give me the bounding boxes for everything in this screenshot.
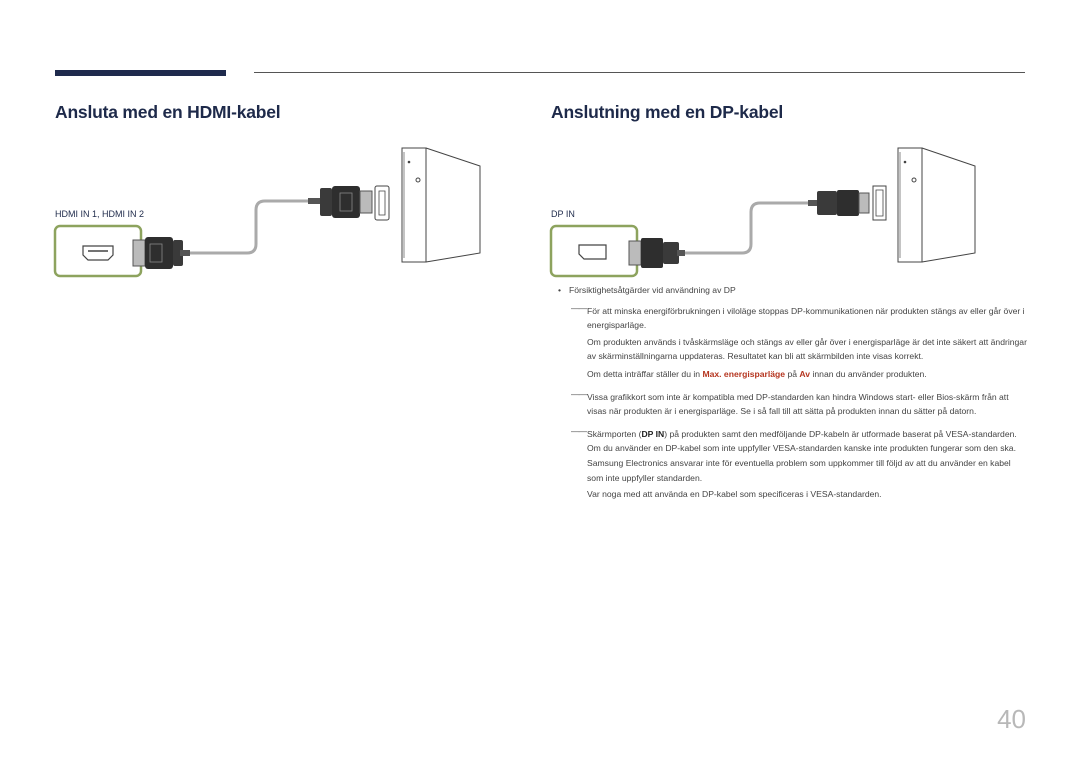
bullet-text: Försiktighetsåtgärder vid användning av … bbox=[569, 285, 736, 295]
note-1: —— För att minska energiförbrukningen i … bbox=[551, 302, 1029, 333]
note-3-text-b: ) på produkten samt den medföljande DP-k… bbox=[587, 428, 1017, 483]
note-3-paragraph-2: Var noga med att använda en DP-kabel som… bbox=[587, 489, 882, 500]
hdmi-section-title: Ansluta med en HDMI-kabel bbox=[55, 102, 281, 122]
monitor-hdmi-port-icon bbox=[53, 224, 143, 278]
hdmi-plug-monitor-side-icon bbox=[132, 237, 190, 269]
note-1-p3-text-a: Om detta inträffar ställer du in bbox=[587, 368, 703, 379]
dp-plug-monitor-side-icon bbox=[628, 238, 685, 268]
monitor-dp-port-icon bbox=[549, 224, 639, 278]
port-name-dp-in: DP IN bbox=[641, 428, 665, 439]
note-dash-icon: —— bbox=[571, 388, 587, 399]
header-rule-thick bbox=[55, 70, 226, 76]
pc-hdmi-port-icon bbox=[374, 185, 390, 221]
hdmi-cable bbox=[180, 199, 322, 255]
pc-tower-icon bbox=[897, 147, 976, 263]
dp-plug-pc-side-icon bbox=[808, 190, 870, 216]
note-1-paragraph-3: Om detta inträffar ställer du in Max. en… bbox=[551, 367, 1029, 382]
note-dash-icon: —— bbox=[571, 425, 587, 436]
note-1-text: För att minska energiförbrukningen i vil… bbox=[587, 305, 1025, 331]
header-rule-thin bbox=[254, 72, 1025, 73]
pc-dp-port-icon bbox=[872, 185, 887, 221]
page-number: 40 bbox=[997, 704, 1026, 734]
note-1-p3-text-c: innan du använder produkten. bbox=[810, 368, 927, 379]
bullet-icon: • bbox=[558, 285, 562, 295]
dp-port-label: DP IN bbox=[551, 209, 575, 219]
note-3-text-a: Skärmporten ( bbox=[587, 428, 642, 439]
note-1-p3-text-b: på bbox=[785, 368, 800, 379]
note-2: —— Vissa grafikkort som inte är kompatib… bbox=[551, 388, 1029, 419]
note-dash-icon: —— bbox=[571, 302, 587, 313]
hdmi-plug-pc-side-icon bbox=[308, 186, 373, 218]
dp-section-title: Anslutning med en DP-kabel bbox=[551, 102, 784, 122]
setting-value-off: Av bbox=[799, 368, 811, 379]
note-1-paragraph-2: Om produkten används i tvåskärmsläge och… bbox=[587, 336, 1027, 362]
pc-tower-icon bbox=[401, 147, 481, 263]
dp-cable bbox=[676, 201, 814, 255]
setting-max-energy-saving: Max. energisparläge bbox=[702, 368, 786, 379]
note-2-text: Vissa grafikkort som inte är kompatibla … bbox=[587, 391, 1009, 417]
hdmi-port-label: HDMI IN 1, HDMI IN 2 bbox=[55, 209, 145, 219]
dp-notes: • Försiktighetsåtgärder vid användning a… bbox=[551, 283, 1029, 502]
note-3: —— Skärmporten (DP IN) på produkten samt… bbox=[551, 425, 1029, 485]
dp-precautions-bullet: • Försiktighetsåtgärder vid användning a… bbox=[551, 283, 1029, 298]
